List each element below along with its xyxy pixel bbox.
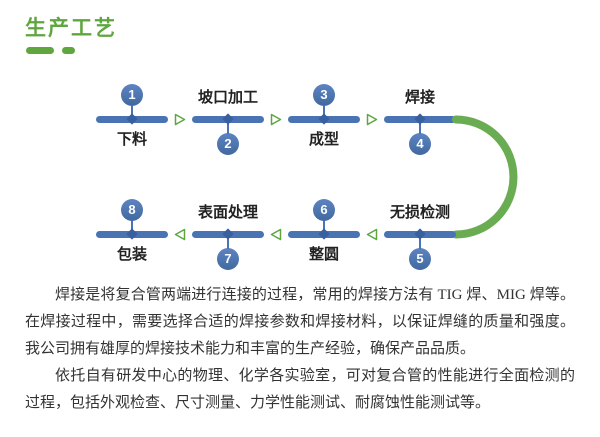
step-number-badge: 8: [121, 199, 143, 221]
flow-arrow-right-icon: [366, 113, 378, 126]
step-label: 焊接: [404, 89, 435, 106]
step-label: 下料: [116, 131, 147, 148]
step-number-badge: 7: [217, 248, 239, 270]
step-3: 3 成型: [288, 84, 360, 155]
step-number-badge: 4: [409, 133, 431, 155]
step-5: 5 无损检测: [384, 199, 456, 270]
connector-stem: [131, 105, 133, 117]
flow-arrow-left-icon: [366, 228, 378, 241]
u-turn-curve-icon: [448, 108, 526, 253]
paragraph-welding: 焊接是将复合管两端进行连接的过程，常用的焊接方法有 TIG 焊、MIG 焊等。在…: [25, 287, 575, 357]
step-number-badge: 6: [313, 199, 335, 221]
step-4: 4 焊接: [384, 84, 456, 155]
page-title: 生产工艺: [25, 17, 117, 40]
step-label: 无损检测: [389, 204, 450, 221]
step-8: 8 包装: [96, 199, 168, 270]
title-underline-dash: [26, 47, 54, 54]
connector-stem: [419, 122, 421, 134]
step-label: 成型: [308, 131, 339, 148]
flow-arrow-left-icon: [270, 228, 282, 241]
flow-arrow-right-icon: [270, 113, 282, 126]
step-label: 包装: [116, 246, 147, 263]
step-label: 坡口加工: [197, 89, 258, 106]
title-underline-dash: [62, 47, 75, 54]
step-6: 6 整圆: [288, 199, 360, 270]
step-number-badge: 1: [121, 84, 143, 106]
description-text: 焊接是将复合管两端进行连接的过程，常用的焊接方法有 TIG 焊、MIG 焊等。在…: [25, 282, 575, 417]
step-number-badge: 2: [217, 133, 239, 155]
connector-stem: [323, 105, 325, 117]
step-number-badge: 3: [313, 84, 335, 106]
connector-stem: [227, 237, 229, 249]
connector-stem: [419, 237, 421, 249]
connector-stem: [131, 220, 133, 232]
flow-arrow-right-icon: [174, 113, 186, 126]
flow-arrow-left-icon: [174, 228, 186, 241]
step-7: 7 表面处理: [192, 199, 264, 270]
step-label: 表面处理: [197, 204, 258, 221]
step-1: 1 下料: [96, 84, 168, 155]
step-label: 整圆: [308, 246, 339, 263]
connector-stem: [227, 122, 229, 134]
step-number-badge: 5: [409, 248, 431, 270]
step-2: 2 坡口加工: [192, 84, 264, 155]
connector-stem: [323, 220, 325, 232]
paragraph-testing: 依托自有研发中心的物理、化学各实验室，可对复合管的性能进行全面检测的过程，包括外…: [25, 368, 575, 411]
